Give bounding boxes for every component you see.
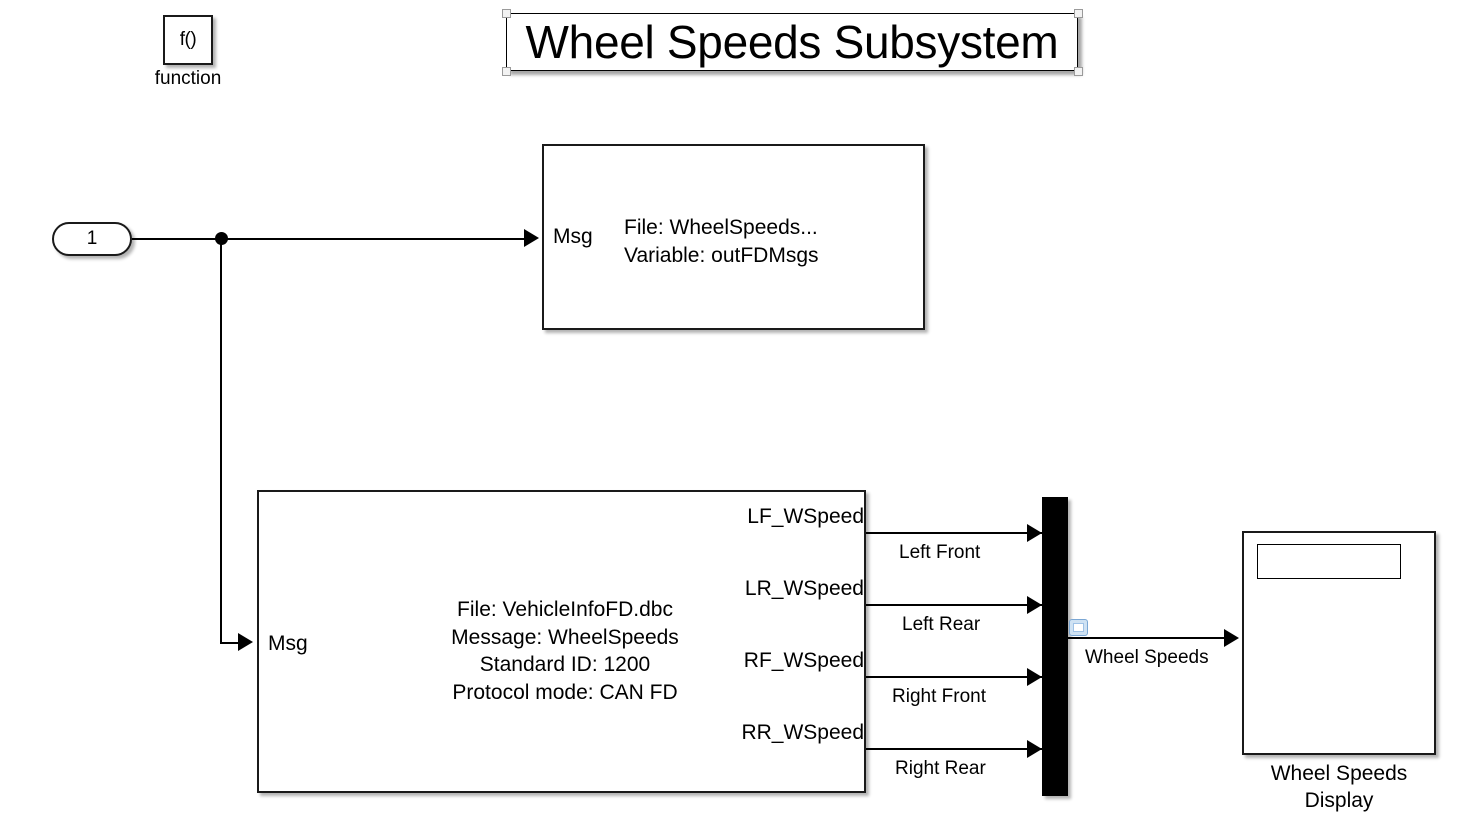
wire-left-front[interactable] xyxy=(866,532,1042,534)
signal-label-right-rear: Right Rear xyxy=(895,758,986,779)
signal-label-left-front: Left Front xyxy=(899,542,981,563)
arrow-mux-input-2 xyxy=(1027,596,1042,614)
can-fd-unpack-block[interactable]: LF_WSpeed LR_WSpeed RF_WSpeed RR_WSpeed xyxy=(257,490,866,793)
wire-branch-to-unpack[interactable] xyxy=(220,642,245,644)
display-block-label: Wheel Speeds Display xyxy=(1270,762,1408,813)
function-block-label: function xyxy=(154,68,222,89)
arrow-mux-input-4 xyxy=(1027,740,1042,758)
inport-block-1[interactable]: 1 xyxy=(52,222,132,256)
page-title: Wheel Speeds Subsystem xyxy=(525,16,1059,68)
wire-right-front[interactable] xyxy=(866,676,1042,678)
receive-block-msg-port-label: Msg xyxy=(553,225,593,248)
wire-branch-vertical[interactable] xyxy=(220,238,222,642)
arrow-mux-input-3 xyxy=(1027,668,1042,686)
receive-block-parameters: File: WheelSpeeds... Variable: outFDMsgs xyxy=(624,216,819,267)
arrow-display-input xyxy=(1224,629,1239,647)
wire-inport-to-receive[interactable] xyxy=(132,238,530,240)
title-annotation[interactable]: Wheel Speeds Subsystem xyxy=(506,13,1078,71)
inport-number: 1 xyxy=(86,228,98,249)
function-block[interactable]: f() xyxy=(163,15,213,65)
unpack-block-msg-port-label: Msg xyxy=(268,632,308,655)
unpack-output-port-0: LF_WSpeed xyxy=(747,505,864,528)
selection-handle-bottom-left[interactable] xyxy=(502,67,511,76)
display-block[interactable] xyxy=(1242,531,1436,755)
wire-left-rear[interactable] xyxy=(866,604,1042,606)
mux-block[interactable] xyxy=(1042,497,1068,796)
arrow-receive-msg-port xyxy=(524,229,539,247)
unpack-output-port-1: LR_WSpeed xyxy=(744,577,864,600)
function-block-symbol: f() xyxy=(179,29,197,50)
unpack-output-port-2: RF_WSpeed xyxy=(743,649,864,672)
wire-wheel-speeds[interactable] xyxy=(1068,637,1234,639)
signal-label-wheel-speeds: Wheel Speeds xyxy=(1085,647,1209,668)
unpack-block-parameters: File: VehicleInfoFD.dbc Message: WheelSp… xyxy=(451,598,679,704)
signal-label-right-front: Right Front xyxy=(892,686,986,707)
arrow-mux-input-1 xyxy=(1027,524,1042,542)
selection-handle-top-right[interactable] xyxy=(1074,9,1083,18)
signal-logging-badge-icon[interactable] xyxy=(1069,619,1088,636)
selection-handle-bottom-right[interactable] xyxy=(1074,67,1083,76)
arrow-unpack-msg-port xyxy=(238,633,253,651)
selection-handle-top-left[interactable] xyxy=(502,9,511,18)
can-fd-receive-block[interactable] xyxy=(542,144,925,330)
signal-label-left-rear: Left Rear xyxy=(902,614,981,635)
unpack-output-port-3: RR_WSpeed xyxy=(741,721,864,744)
wire-right-rear[interactable] xyxy=(866,748,1042,750)
display-value-field xyxy=(1257,544,1401,579)
